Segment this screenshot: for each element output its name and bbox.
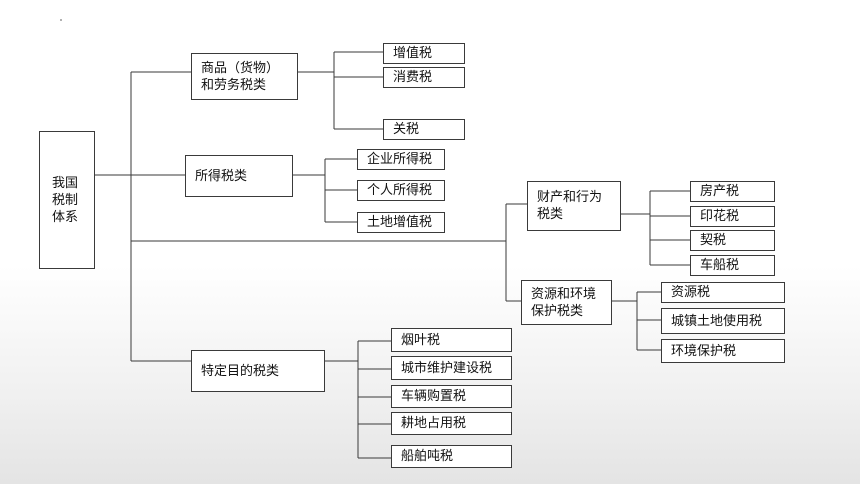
deed-tax-box: 契税 xyxy=(690,230,775,251)
vehicle-vessel-tax-label: 车船税 xyxy=(700,258,740,273)
resource-tax-box: 资源税 xyxy=(661,282,785,303)
vat-box: 增值税 xyxy=(383,43,465,64)
customs-duty-box: 关税 xyxy=(383,119,465,140)
property-behavior-tax-label: 财产和行为 税类 xyxy=(537,190,603,222)
stamp-tax-label: 印花税 xyxy=(700,209,740,224)
resource-environment-tax-box: 资源和环境 保护税类 xyxy=(521,280,612,325)
house-tax-box: 房产税 xyxy=(690,181,775,202)
farmland-occupation-tax-label: 耕地占用税 xyxy=(401,416,467,431)
land-vat-label: 土地增值税 xyxy=(367,215,433,230)
urban-maintenance-tax-label: 城市维护建设税 xyxy=(401,360,493,376)
urban-maintenance-tax-box: 城市维护建设税 xyxy=(391,356,512,380)
house-tax-label: 房产税 xyxy=(700,184,740,199)
special-purpose-tax-label: 特定目的税类 xyxy=(201,363,280,379)
tonnage-tax-label: 船舶吨税 xyxy=(401,449,454,464)
income-tax-box: 所得税类 xyxy=(185,155,293,197)
vat-label: 增值税 xyxy=(393,46,433,61)
corporate-income-tax-label: 企业所得税 xyxy=(367,152,433,167)
personal-income-tax-box: 个人所得税 xyxy=(357,180,445,201)
vehicle-purchase-tax-label: 车辆购置税 xyxy=(401,389,467,404)
consumption-tax-box: 消费税 xyxy=(383,67,465,88)
customs-duty-label: 关税 xyxy=(393,122,420,137)
urban-land-use-tax-box: 城镇土地使用税 xyxy=(661,308,785,334)
special-purpose-tax-box: 特定目的税类 xyxy=(191,350,325,392)
resource-tax-label: 资源税 xyxy=(671,285,711,300)
vehicle-vessel-tax-box: 车船税 xyxy=(690,255,775,276)
decorative-dot xyxy=(60,19,62,21)
stamp-tax-box: 印花税 xyxy=(690,206,775,227)
consumption-tax-label: 消费税 xyxy=(393,70,433,85)
farmland-occupation-tax-box: 耕地占用税 xyxy=(391,412,512,435)
root-node-box: 我国 税制 体系 xyxy=(39,131,95,269)
deed-tax-label: 契税 xyxy=(700,233,727,248)
root-node-label: 我国 税制 体系 xyxy=(52,175,79,225)
land-vat-box: 土地增值税 xyxy=(357,212,445,233)
urban-land-use-tax-label: 城镇土地使用税 xyxy=(671,313,763,329)
personal-income-tax-label: 个人所得税 xyxy=(367,183,433,198)
corporate-income-tax-box: 企业所得税 xyxy=(357,149,445,170)
tonnage-tax-box: 船舶吨税 xyxy=(391,445,512,468)
resource-environment-tax-label: 资源和环境 保护税类 xyxy=(531,286,597,319)
goods-services-tax-box: 商品（货物） 和劳务税类 xyxy=(191,53,298,100)
tobacco-tax-box: 烟叶税 xyxy=(391,328,512,352)
goods-services-tax-label: 商品（货物） 和劳务税类 xyxy=(201,60,280,93)
vehicle-purchase-tax-box: 车辆购置税 xyxy=(391,385,512,408)
environmental-protection-tax-box: 环境保护税 xyxy=(661,339,785,363)
income-tax-label: 所得税类 xyxy=(195,168,248,184)
property-behavior-tax-box: 财产和行为 税类 xyxy=(527,181,621,231)
tobacco-tax-label: 烟叶税 xyxy=(401,332,441,348)
environmental-protection-tax-label: 环境保护税 xyxy=(671,343,737,359)
